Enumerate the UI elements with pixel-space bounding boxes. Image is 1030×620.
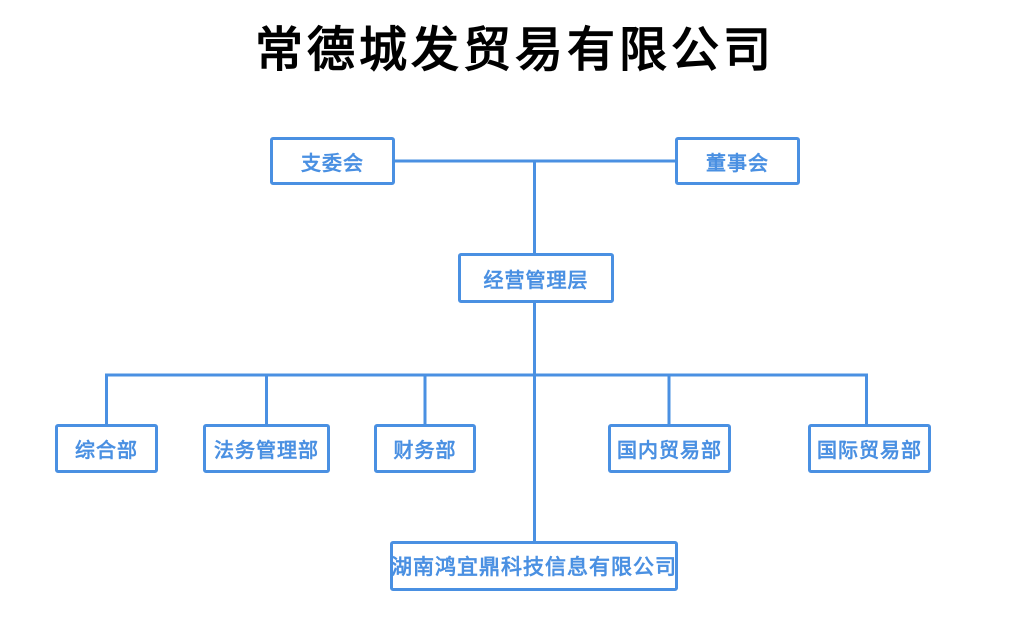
node-subsidiary-company: 湖南鸿宜鼎科技信息有限公司 [390, 541, 678, 591]
node-legal-management-dept: 法务管理部 [203, 424, 330, 473]
node-finance-dept: 财务部 [374, 424, 476, 473]
node-general-dept: 综合部 [55, 424, 158, 473]
node-branch-committee: 支委会 [270, 137, 395, 185]
chart-title: 常德城发贸易有限公司 [254, 24, 775, 77]
node-international-trade-dept: 国际贸易部 [808, 424, 931, 473]
node-board-of-directors: 董事会 [675, 137, 800, 185]
node-domestic-trade-dept: 国内贸易部 [608, 424, 731, 473]
node-management-layer: 经营管理层 [458, 253, 614, 303]
